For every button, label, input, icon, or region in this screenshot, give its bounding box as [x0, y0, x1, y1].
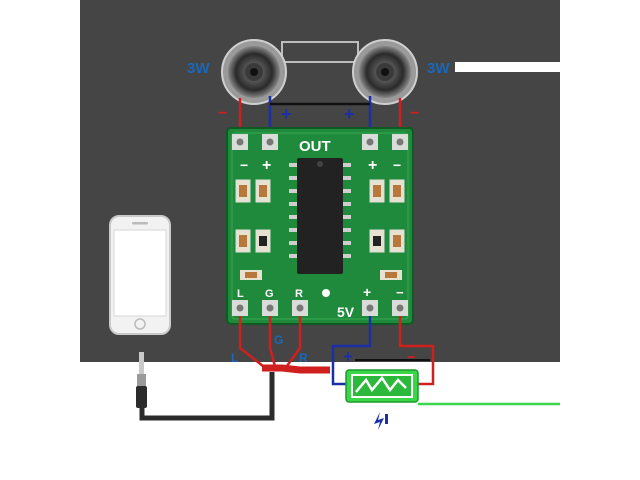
board-out-plus-right: + — [368, 157, 377, 174]
right-speaker — [352, 39, 418, 105]
right-speaker-plus-label: + — [344, 104, 355, 124]
right-speaker-power-label: 3W — [427, 60, 450, 77]
battery-charge-icon — [374, 412, 388, 430]
wire-label-r: R — [299, 351, 308, 365]
amplifier-board: OUT − + + − — [226, 127, 414, 325]
smd-components — [235, 179, 405, 297]
left-speaker-power-label: 3W — [187, 60, 210, 77]
audio-cable-red — [262, 364, 330, 374]
battery-minus-label: − — [407, 349, 416, 366]
output-pads — [232, 134, 408, 150]
board-power-plus: + — [363, 284, 371, 300]
board-out-minus-right: − — [393, 157, 401, 173]
left-speaker-minus-label: − — [218, 105, 227, 122]
left-speaker — [221, 39, 287, 105]
left-speaker-plus-label: + — [281, 104, 292, 124]
phone-icon — [109, 215, 171, 335]
wire-label-l: L — [231, 351, 238, 365]
battery-icon — [345, 369, 419, 403]
audio-wire-r — [282, 316, 302, 371]
board-out-plus-left: + — [262, 157, 271, 174]
board-out-minus-left: − — [240, 157, 248, 173]
out-label: OUT — [299, 138, 331, 155]
pin-label-g: G — [265, 288, 274, 300]
board-power-minus: − — [396, 285, 404, 300]
power-wire-plus — [331, 316, 372, 386]
audio-wire-l — [238, 316, 269, 371]
audio-wire-g — [268, 316, 278, 371]
power-label-5v: 5V — [337, 304, 355, 320]
speaker-link-bar — [281, 41, 359, 63]
battery-plus-label: + — [343, 347, 353, 366]
pin-label-r: R — [295, 288, 303, 300]
audio-jack-icon — [136, 352, 147, 408]
pin-label-l: L — [237, 288, 244, 300]
wire-label-g: G — [274, 333, 283, 347]
right-speaker-minus-label: − — [410, 105, 419, 122]
audio-cable-black — [139, 372, 275, 421]
power-wire-minus — [398, 316, 435, 386]
input-pads — [232, 300, 408, 316]
white-strip — [455, 62, 560, 72]
amplifier-chip — [289, 158, 351, 274]
